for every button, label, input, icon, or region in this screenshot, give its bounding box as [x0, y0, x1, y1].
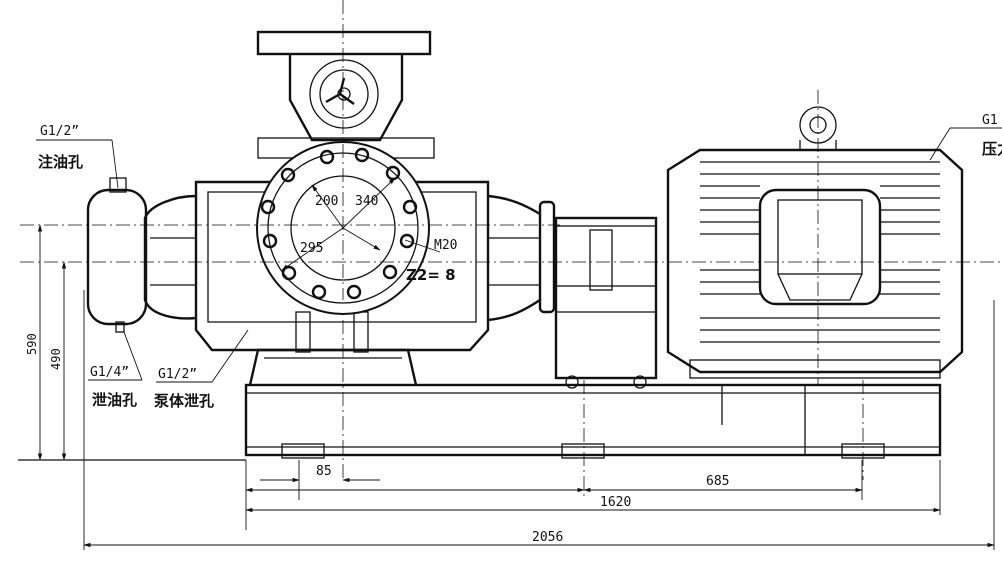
- pressure-label: 压力: [982, 140, 1002, 158]
- flange-bolt: [260, 147, 418, 300]
- body-drain-spec: G1/2”: [158, 367, 197, 382]
- dim-85: 85: [316, 464, 332, 479]
- dim-685: 685: [706, 474, 729, 489]
- vertical-dimensions: [37, 224, 995, 550]
- motor: [666, 106, 964, 379]
- oil-drain-label: 泄油孔: [92, 391, 137, 409]
- callout-labels: G1/2” 注油孔 G1/4” 泄油孔 G1/2” 泵体泄孔 G1 压力: [38, 113, 1002, 410]
- dim-height-axis: 490: [49, 348, 63, 370]
- inlet-flange: [256, 141, 441, 315]
- leader-lines: [36, 127, 1002, 383]
- oil-pot: [86, 177, 148, 333]
- body-drain-label: 泵体泄孔: [154, 392, 214, 410]
- flange-annotations: 200 340 295 M20 Z2= 8: [300, 194, 457, 284]
- dim-height-overall: 590: [25, 333, 39, 355]
- dim-1620: 1620: [600, 495, 631, 510]
- pump-top-housing: [256, 30, 435, 159]
- center-lines: [18, 0, 1000, 461]
- flange-d-bolt-circle: 340: [355, 194, 378, 209]
- pressure-spec: G1: [982, 113, 998, 128]
- horizontal-dimensions: [83, 477, 995, 548]
- dimension-values: 590 490 85 685 1620 2056: [25, 333, 729, 545]
- oil-fill-spec: G1/2”: [40, 124, 79, 139]
- flange-d-inner: 200: [315, 194, 338, 209]
- oil-fill-label: 注油孔: [38, 153, 83, 171]
- flange-bolt-size: M20: [434, 238, 457, 253]
- flange-d-outer: 295: [300, 241, 323, 256]
- pump-pedestal: [248, 311, 418, 386]
- coupling-guard: [538, 200, 658, 389]
- dim-2056: 2056: [532, 530, 563, 545]
- base-frame: [244, 320, 942, 500]
- oil-drain-spec: G1/4”: [90, 365, 129, 380]
- motor-cooling-fins: [700, 161, 940, 343]
- flange-bolt-count: Z2= 8: [406, 266, 456, 284]
